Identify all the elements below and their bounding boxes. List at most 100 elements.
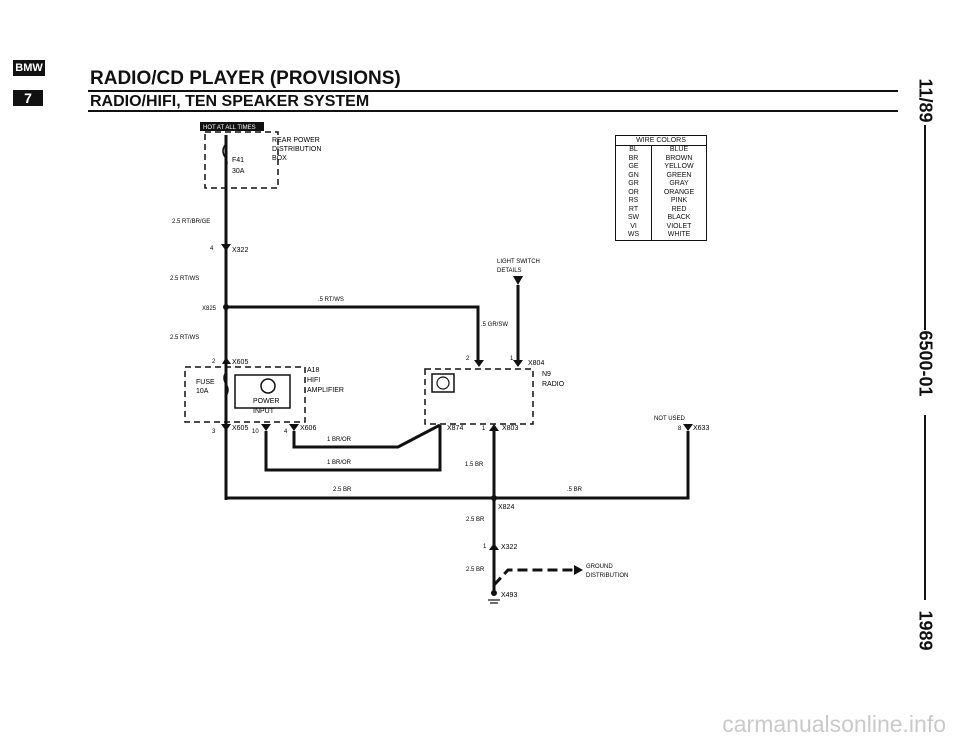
pin-label-2b: 2 — [466, 356, 470, 362]
wire-label-8: 1.5 BR — [465, 462, 484, 468]
side-line-1 — [924, 125, 926, 330]
rtws-wire — [226, 305, 480, 360]
fuse-icon — [223, 371, 229, 397]
wire-label-1: 2.5 RT/BR/GE — [172, 219, 210, 225]
wire-label-6: 1 BR/OR — [327, 437, 352, 443]
hot-label: HOT AT ALL TIMES — [203, 125, 256, 131]
x824-label: X824 — [498, 504, 514, 511]
title-rule — [88, 90, 898, 92]
connector-x605b-icon — [221, 424, 231, 431]
fuse-label: FUSE — [196, 379, 215, 386]
not-used-label: NOT USED — [654, 416, 686, 422]
wire-label-12: 2.5 BR — [466, 567, 485, 573]
amplifier-box — [184, 366, 306, 423]
x633-label: X633 — [693, 425, 709, 432]
wire-color-name: GREEN — [666, 171, 692, 179]
fuse-amp: 10A — [196, 388, 209, 395]
wire-color-code: RT — [616, 205, 652, 214]
wire-color-code: RS — [616, 197, 652, 206]
wire-color-code: OR — [616, 188, 652, 197]
connector-x804-icon — [513, 360, 523, 367]
wire-color-code: SW — [616, 214, 652, 223]
wire-color-code: GN — [616, 171, 652, 180]
series-logo: 7 — [13, 90, 43, 106]
bror-wire-2 — [264, 425, 442, 472]
x825-label: X825 — [202, 306, 217, 312]
power-input-box — [234, 374, 291, 409]
pin-label-1b: 1 — [482, 426, 486, 432]
wire-label-5: .5 GR/SW — [481, 322, 508, 328]
ls-label-2: DETAILS — [497, 268, 522, 274]
x803-label: X803 — [502, 425, 518, 432]
wire-color-code: VI — [616, 222, 652, 231]
n9-label: N9 — [542, 371, 551, 378]
wire-color-name: YELLOW — [664, 163, 694, 170]
ground-bus-wire — [224, 431, 690, 500]
connector-x322b-icon — [489, 543, 499, 550]
wire-label-2: 2.5 RT/WS — [170, 276, 199, 282]
pin-label-1c: 1 — [483, 544, 487, 550]
wire-label-9: 2.5 BR — [333, 487, 352, 493]
ground-arrow-icon — [574, 565, 583, 575]
x322b-label: X322 — [501, 544, 517, 551]
wire-label-4: 2.5 RT/WS — [170, 335, 199, 341]
bmw-logo: BMW — [13, 60, 45, 76]
radio-symbol-box — [431, 373, 455, 393]
wire-color-name: BLACK — [667, 214, 691, 221]
x605a-label: X605 — [232, 359, 248, 366]
pin-label-10: 10 — [252, 429, 259, 435]
wire-color-row: RT RED — [616, 205, 706, 214]
connector-x605a-icon — [222, 357, 231, 364]
radio-symbol-icon — [436, 376, 450, 390]
light-switch-arrow-icon — [513, 276, 523, 285]
wire-color-row: SW BLACK — [616, 214, 706, 223]
x804-label: X804 — [528, 360, 544, 367]
wire-color-name: RED — [671, 205, 687, 213]
wire-color-row: OR ORANGE — [616, 188, 706, 197]
wire-color-name: GRAY — [669, 180, 689, 187]
connector-x633-icon — [683, 424, 693, 431]
bror-wire-1 — [292, 423, 441, 449]
rpd-label-3: BOX — [272, 155, 287, 162]
radio-box — [424, 368, 534, 425]
wire-color-name: VIOLET — [666, 222, 692, 230]
f41-amp: 30A — [232, 168, 245, 175]
wire-color-row: GR GRAY — [616, 180, 706, 189]
wire-label-7: 1 BR/OR — [327, 460, 352, 466]
wire-label-10: .5 BR — [567, 487, 583, 493]
connector-x803-icon — [489, 424, 499, 431]
wire-color-code: GR — [616, 180, 652, 189]
pin-label-8: 8 — [678, 426, 682, 432]
connector-10-icon — [261, 424, 271, 431]
a18-label: A18 — [307, 367, 320, 374]
wire-color-name: ORANGE — [663, 188, 695, 196]
pin-label-3: 3 — [212, 429, 216, 435]
wire-color-row: VI VIOLET — [616, 222, 706, 231]
side-line-2 — [924, 415, 926, 600]
pin-label-4b: 4 — [284, 429, 288, 435]
watermark: carmanualsonline.info — [722, 711, 946, 737]
connector-x322-icon — [221, 244, 231, 251]
wire-label-11: 2.5 BR — [466, 517, 485, 523]
wire-color-name: BLUE — [669, 146, 689, 153]
ground-distribution-wire — [492, 568, 575, 587]
pin-label-1a: 1 — [510, 356, 514, 362]
wire-color-row: GN GREEN — [616, 171, 706, 180]
wire-color-code: BL — [616, 146, 652, 155]
pin-label-4: 4 — [210, 246, 214, 252]
subtitle-rule — [88, 110, 898, 112]
wire-color-row: WS WHITE — [616, 231, 706, 240]
ground-label-2: DISTRIBUTION — [586, 573, 628, 579]
page-subtitle: RADIO/HIFI, TEN SPEAKER SYSTEM — [90, 93, 370, 110]
rpd-label-2: DISTRIBUTION — [272, 146, 321, 153]
wire-color-code: WS — [616, 231, 652, 240]
wire-color-name: WHITE — [667, 231, 691, 238]
power-input-label-1: POWER — [253, 398, 279, 405]
connector-x606-icon — [289, 424, 299, 431]
rpd-label-1: REAR POWER — [272, 137, 320, 144]
